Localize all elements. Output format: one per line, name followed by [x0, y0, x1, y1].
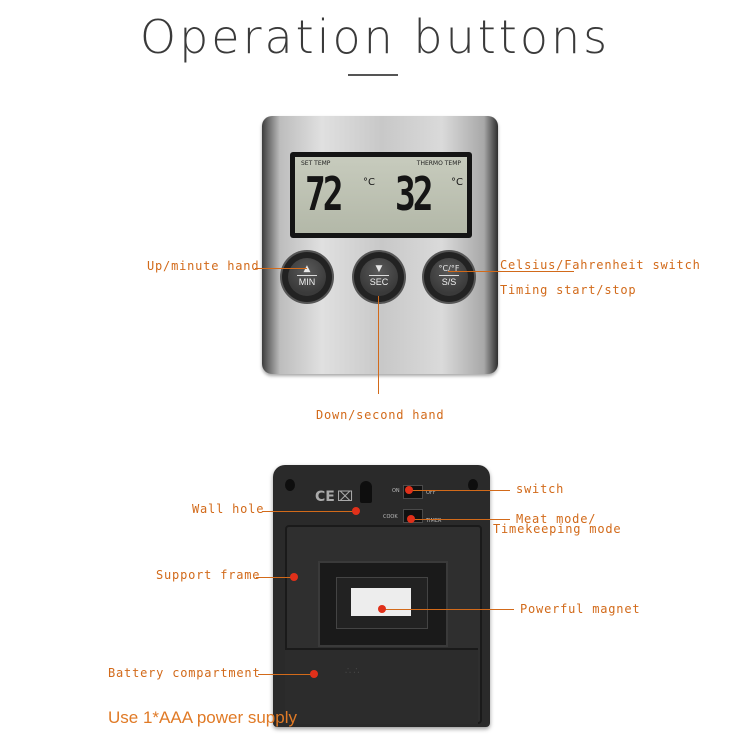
sec-button-divider [369, 275, 389, 276]
callout-down-second: Down/second hand [316, 408, 445, 422]
back-panel: CE ⌧ ON OFF COOK TIMER ∴∴ [273, 465, 490, 727]
lcd-set-temp-unit: °C [363, 177, 375, 188]
callout-battery: Battery compartment [108, 666, 261, 680]
mode-timer-mark: TIMER [426, 518, 442, 524]
callout-support-frame-dot [290, 573, 298, 581]
lcd-thermo-temp-value: 32 [395, 167, 434, 221]
magnet-housing [318, 561, 448, 647]
battery-cover-grip: ∴∴ [345, 666, 362, 677]
callout-celsius-line [448, 271, 574, 272]
callout-timing: Timing start/stop [500, 283, 637, 297]
callout-magnet-dot [378, 605, 386, 613]
title-underline [348, 74, 398, 76]
triangle-up-icon: ▲ [303, 264, 311, 274]
switch-on-mark: ON [392, 488, 400, 494]
cf-ss-button-divider [439, 275, 459, 276]
ss-label: S/S [441, 277, 457, 287]
page-title: Operation buttons [139, 10, 611, 64]
callout-switch: switch [516, 482, 565, 496]
callout-wall-hole-dot [352, 507, 360, 515]
ce-mark-icon: CE [315, 489, 335, 505]
min-button-divider [297, 275, 317, 276]
min-button[interactable]: ▲ MIN [282, 252, 332, 302]
lcd-thermo-temp-label: THERMO TEMP [416, 160, 461, 167]
min-button-face: ▲ MIN [288, 258, 326, 296]
lcd-screen: SET TEMP THERMO TEMP 72 °C 32 °C [295, 157, 467, 233]
callout-up-minute: Up/minute hand [147, 259, 260, 273]
triangle-down-icon: ▼ [375, 264, 383, 274]
lcd-thermo-temp-unit: °C [451, 177, 463, 188]
sec-button-label: SEC [369, 277, 389, 287]
callout-switch-dot [405, 486, 413, 494]
callout-support-frame: Support frame [156, 568, 261, 582]
front-panel: SET TEMP THERMO TEMP 72 °C 32 °C ▲ MIN ▼… [262, 116, 498, 374]
callout-support-frame-line [256, 577, 294, 578]
wall-hole [360, 481, 372, 503]
callout-wall-hole: Wall hole [192, 502, 265, 516]
sec-button[interactable]: ▼ SEC [354, 252, 404, 302]
weee-bin-icon: ⌧ [337, 489, 354, 505]
screw-hole-left [285, 479, 295, 491]
min-button-label: MIN [298, 277, 316, 287]
callout-wall-hole-line [262, 511, 356, 512]
callout-switch-line [410, 490, 510, 491]
callout-meat-mode: Meat mode/ [516, 512, 597, 526]
callout-magnet: Powerful magnet [520, 602, 641, 616]
power-supply-note: Use 1*AAA power supply [108, 708, 297, 727]
sec-button-face: ▼ SEC [360, 258, 398, 296]
callout-celsius: Celsius/Fahrenheit switch [500, 258, 701, 272]
mode-cook-mark: COOK [383, 514, 398, 520]
callout-meat-mode-dot [407, 515, 415, 523]
screw-hole-right [468, 479, 478, 491]
callout-magnet-line [382, 609, 514, 610]
cf-label: °C/°F [438, 264, 460, 273]
callout-meat-mode-line [412, 519, 510, 520]
cf-ss-button[interactable]: °C/°F S/S [424, 252, 474, 302]
callout-down-second-line [378, 296, 379, 394]
lcd-set-temp-value: 72 [305, 167, 344, 221]
lcd-set-temp-label: SET TEMP [301, 160, 331, 167]
lcd-display: SET TEMP THERMO TEMP 72 °C 32 °C [290, 152, 472, 238]
callout-timekeeping: Timekeeping mode [493, 522, 622, 536]
switch-off-mark: OFF [426, 490, 436, 496]
callout-battery-line [258, 674, 314, 675]
magnet-inner [336, 577, 428, 629]
cf-ss-button-face: °C/°F S/S [430, 258, 468, 296]
callout-up-minute-line [255, 268, 307, 269]
battery-cover[interactable]: ∴∴ [285, 648, 478, 724]
callout-battery-dot [310, 670, 318, 678]
